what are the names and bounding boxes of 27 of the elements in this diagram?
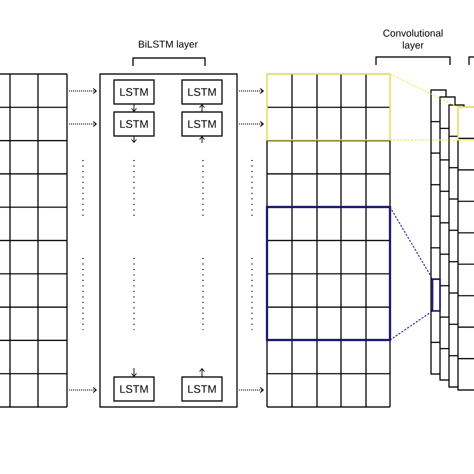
arrow bbox=[131, 104, 137, 112]
lstm-box: LSTM bbox=[113, 111, 155, 137]
dotted-arrow bbox=[68, 387, 97, 393]
projection-line bbox=[390, 206, 433, 280]
dotted-arrow bbox=[238, 387, 264, 393]
arrow bbox=[199, 136, 205, 144]
lstm-box: LSTM bbox=[113, 79, 155, 105]
highlight-frame bbox=[432, 278, 441, 312]
lstm-box: LSTM bbox=[181, 111, 223, 137]
lstm-box: LSTM bbox=[113, 376, 155, 402]
dotted-arrow bbox=[68, 88, 97, 94]
highlight-frame bbox=[266, 206, 392, 342]
grid-drawing bbox=[0, 73, 68, 408]
projection-line bbox=[390, 310, 433, 340]
arrow bbox=[131, 136, 137, 143]
layer-heading: BiLSTM layer bbox=[138, 40, 198, 50]
arrow bbox=[199, 368, 205, 378]
lstm-box: LSTM bbox=[181, 79, 223, 105]
dotted-arrow bbox=[238, 121, 264, 127]
lstm-box: LSTM bbox=[181, 376, 223, 402]
dotted-arrow bbox=[238, 88, 264, 94]
highlight-frame bbox=[266, 73, 391, 141]
dotted-arrow bbox=[68, 121, 97, 127]
projection-line bbox=[390, 74, 458, 108]
arrow bbox=[199, 104, 205, 112]
arrow bbox=[131, 368, 137, 377]
layer-heading: Convolutional layer bbox=[383, 29, 443, 51]
